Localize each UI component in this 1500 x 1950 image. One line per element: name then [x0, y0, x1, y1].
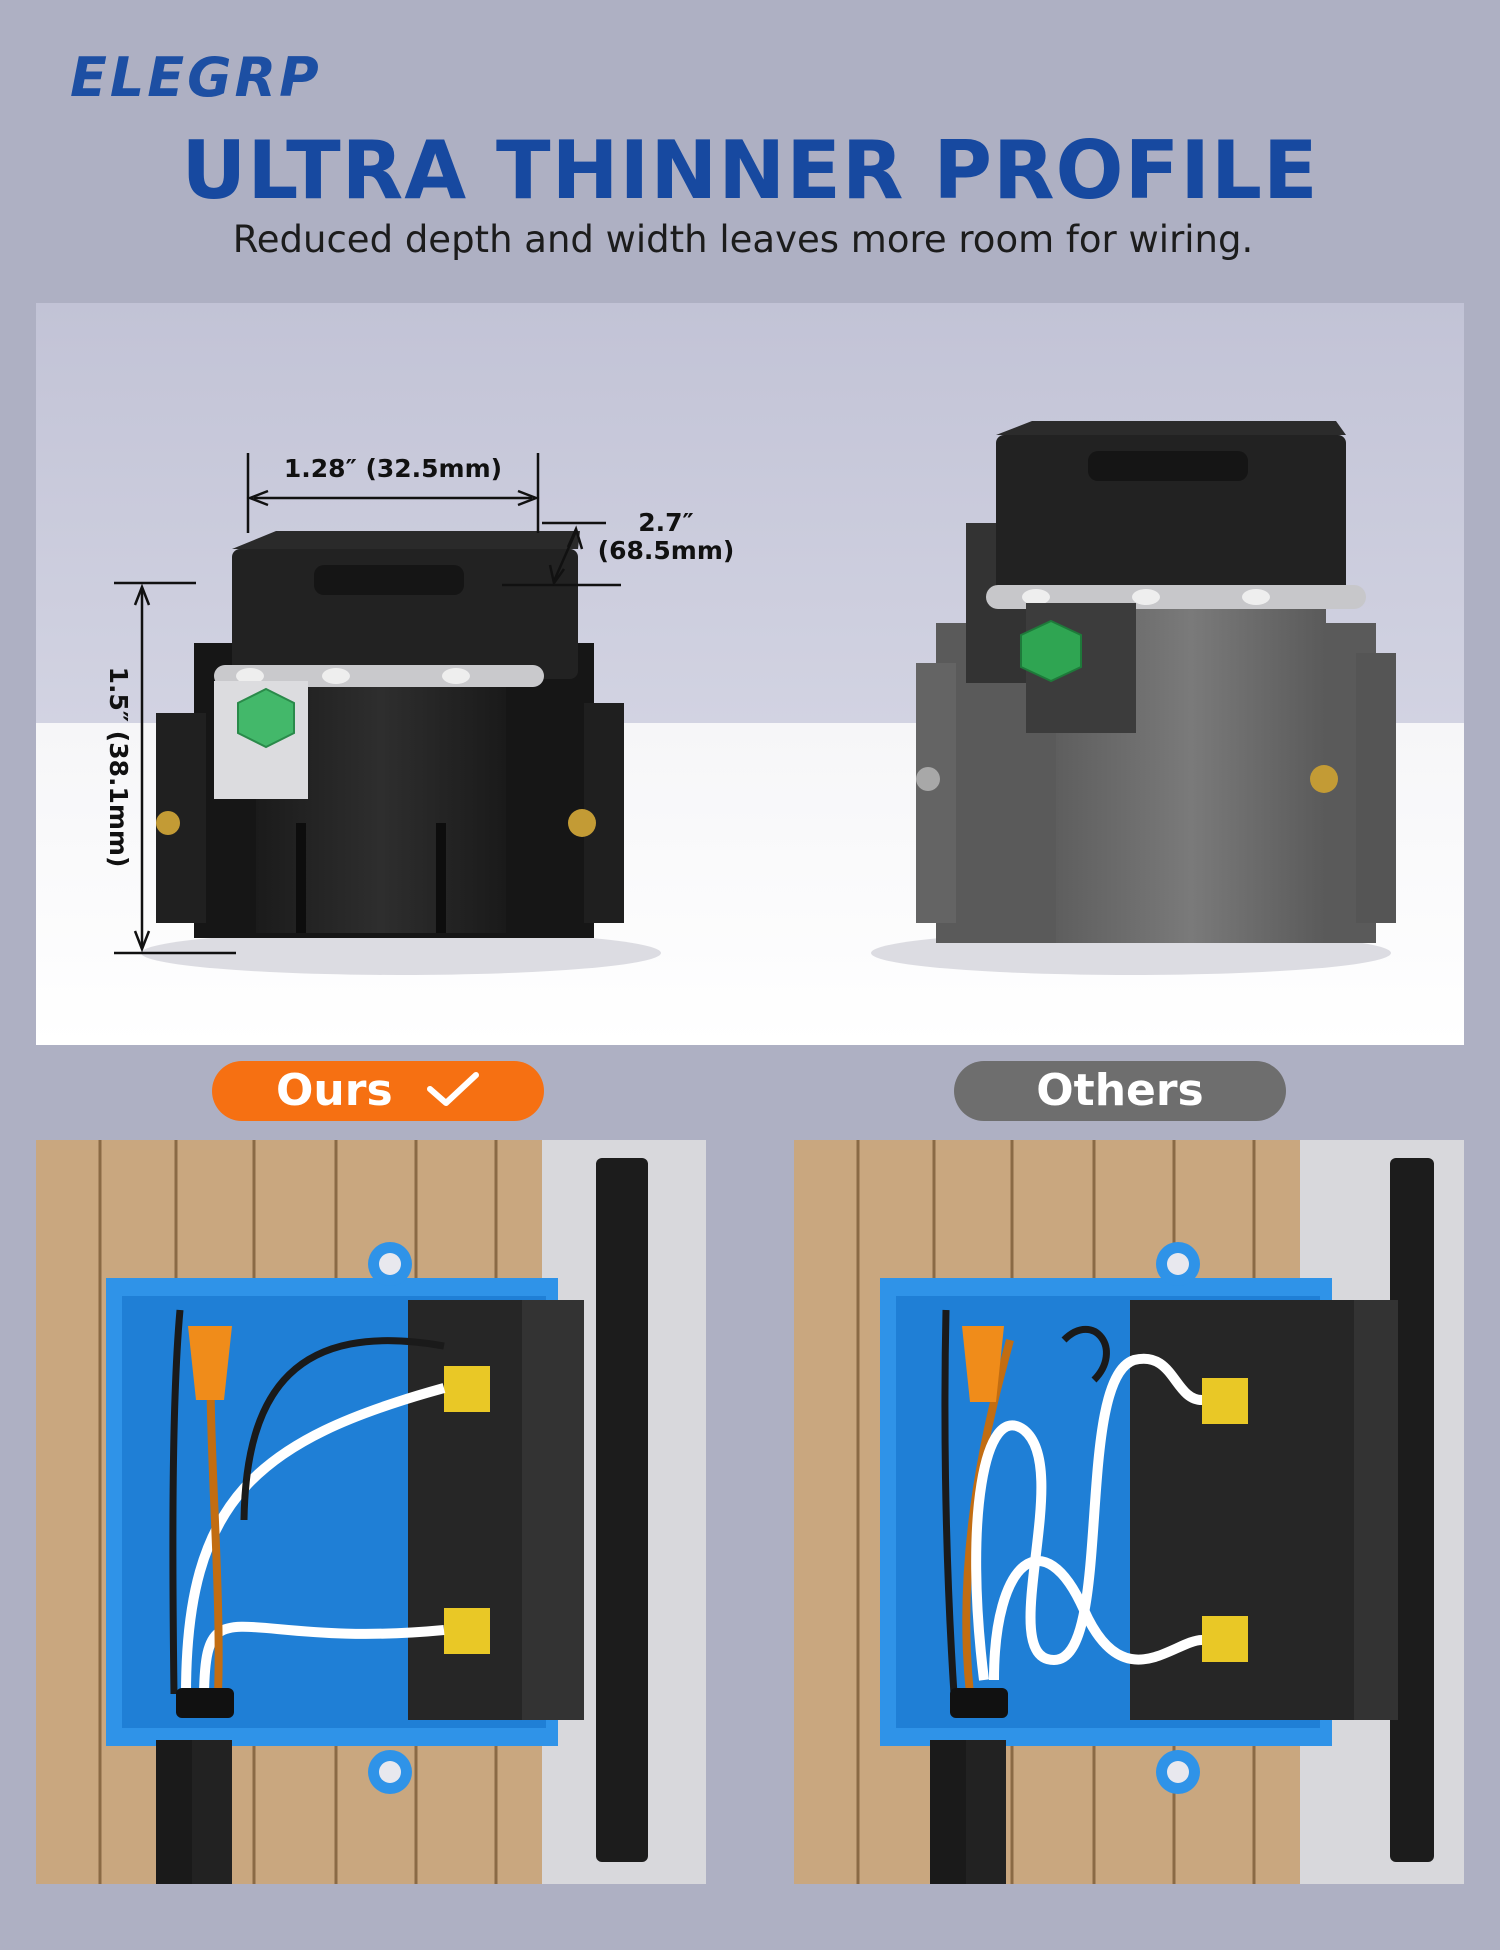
ours-wiring-illustration [36, 1140, 706, 1884]
depth-dimension-mm-label: (68.5mm) [598, 536, 735, 565]
ground-screw-icon [1020, 619, 1082, 683]
screw-terminal-icon [444, 1608, 490, 1654]
others-label-badge: Others [954, 1061, 1286, 1121]
ours-label-badge: Ours [212, 1061, 544, 1121]
product-comparison-photo: 1.28″ (32.5mm) 2.7″ (68.5mm) 1.5″ (38.1m… [36, 303, 1464, 1045]
dimension-annotations [114, 453, 621, 955]
screw-terminal-icon [444, 1366, 490, 1412]
ours-label: Ours [276, 1065, 393, 1116]
height-dimension-label: 1.5″ (38.1mm) [104, 667, 133, 868]
brand-logo: ELEGRP [70, 46, 322, 109]
page-subtitle: Reduced depth and width leaves more room… [232, 218, 1254, 261]
ground-screw-icon [237, 687, 295, 749]
others-wiring-illustration [794, 1140, 1464, 1884]
checkmark-icon [426, 1065, 480, 1125]
others-label: Others [1036, 1065, 1204, 1116]
page-title: ULTRA THINNER PROFILE [181, 124, 1319, 217]
screw-terminal-icon [1202, 1378, 1248, 1424]
depth-dimension-label: 2.7″ [638, 508, 693, 537]
ours-device [156, 531, 624, 938]
screw-terminal-icon [1202, 1616, 1248, 1662]
width-dimension-label: 1.28″ (32.5mm) [284, 454, 502, 483]
others-device [916, 421, 1396, 943]
